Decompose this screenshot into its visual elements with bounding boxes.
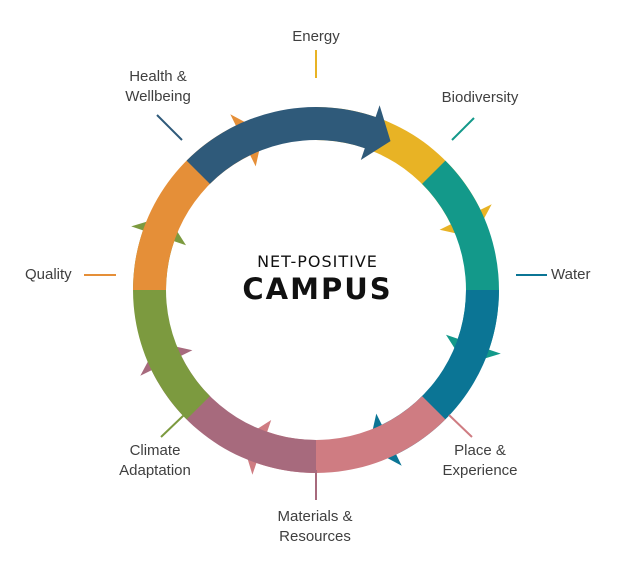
label-water: Water [551,266,591,283]
leader-line-climate [160,414,185,438]
label-climate-adaptation: Climate Adaptation [119,442,191,479]
leader-line-place [448,414,473,438]
label-quality: Quality [25,266,72,283]
label-materials-resources: Materials & Resources [277,508,353,545]
leader-line-biodiversity [451,117,475,141]
leader-line-health [156,114,183,141]
label-biodiversity: Biodiversity [441,89,519,106]
label-energy: Energy [292,28,340,45]
title-line-small: NET-POSITIVE [257,252,378,271]
arrow-health [186,105,391,184]
title-line-big: CAMPUS [242,272,393,306]
label-health-wellbeing: Health & Wellbeing [125,68,191,105]
label-place-experience: Place & Experience [442,442,518,479]
